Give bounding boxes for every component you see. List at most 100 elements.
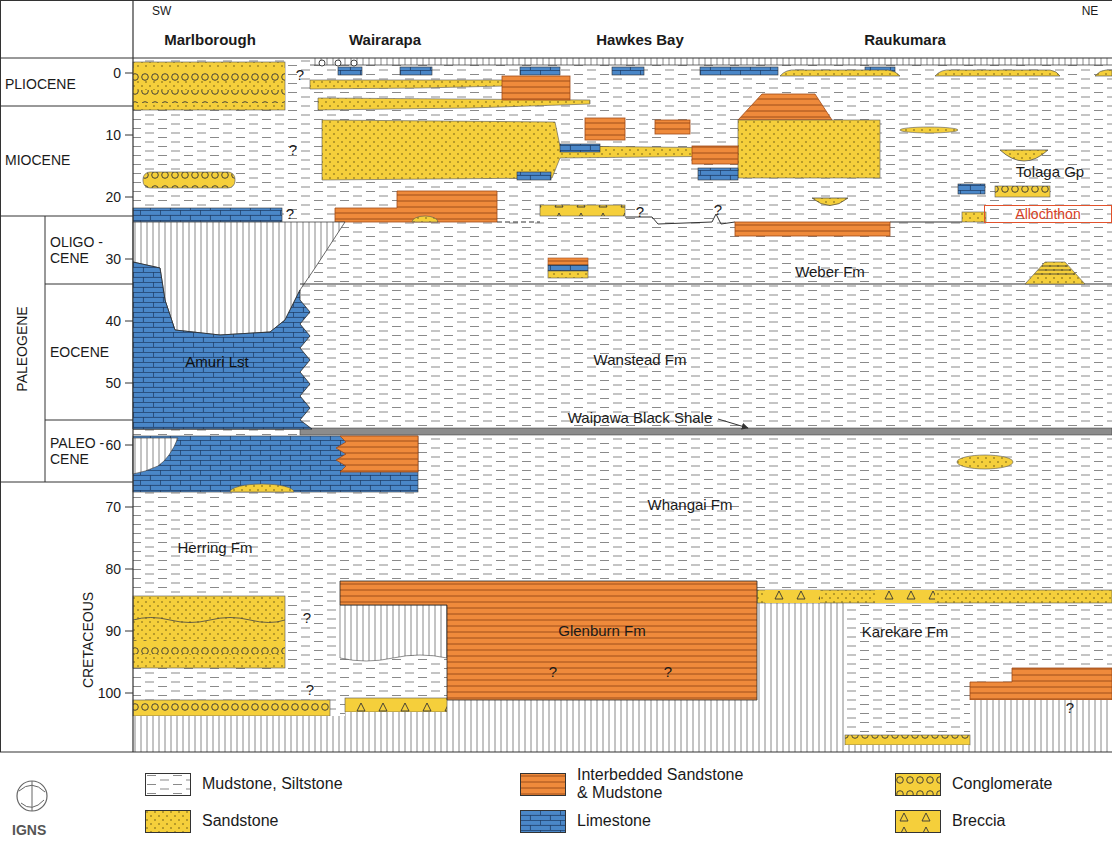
formation-label: Whangai Fm (647, 496, 732, 513)
unit-shape (133, 262, 312, 429)
interbedded-unit: Glenburn Fm (340, 581, 757, 700)
formation-boundary (300, 284, 1112, 285)
epoch-label: PALEO -CENE (50, 435, 106, 467)
limestone-lens (560, 144, 600, 152)
breccia-bed (765, 590, 820, 603)
interbedded-unit (655, 120, 690, 134)
limestone-lens (612, 67, 644, 75)
hiatus-area (845, 745, 970, 752)
conglomerate-bed (133, 640, 285, 654)
legend-swatch (895, 773, 941, 796)
epoch-boundary (0, 216, 133, 217)
bedding-lines (1035, 266, 1075, 274)
breccia-bed (540, 205, 625, 216)
legend-swatch-fill (146, 811, 191, 833)
sandstone-bed (757, 590, 1112, 603)
age-tick: 80 (105, 561, 121, 577)
channel-fill (1000, 150, 1048, 161)
sandstone-unit (322, 120, 740, 180)
interbedded-unit (738, 94, 832, 120)
legend-swatch (145, 773, 191, 796)
formation-label: Weber Fm (795, 263, 865, 280)
formation-label: Waipawa Black Shale (568, 409, 713, 426)
frame-line (0, 58, 1112, 59)
mudstone-background (133, 58, 1112, 752)
epoch-label: OLIGO -CENE (50, 234, 106, 266)
limestone-unit: Amuri Lst (133, 262, 313, 429)
region-header: Wairarapa (349, 31, 421, 48)
limestone-bed (133, 208, 282, 222)
limestone-lens (698, 168, 738, 180)
conglomerate-bed (143, 172, 235, 188)
formation-label: Karekare Fm (862, 623, 949, 640)
query-mark: ? (286, 205, 294, 222)
breccia-bed (345, 698, 447, 712)
age-tick: 70 (105, 499, 121, 515)
frame-line (0, 751, 1112, 752)
hiatus-area (757, 603, 845, 752)
period-label: CRETACEOUS (80, 592, 96, 688)
leader-arrow (718, 419, 748, 428)
epoch-label: MIOCENE (5, 152, 70, 168)
hiatus-area (970, 700, 1112, 752)
sandstone-lens (780, 70, 900, 76)
age-tick: 20 (105, 189, 121, 205)
epoch-label: PLIOCENE (5, 76, 76, 92)
epoch-boundary (45, 284, 133, 285)
hiatus-area (133, 716, 345, 752)
interbedded-unit (336, 436, 418, 472)
interbedded-unit (335, 191, 497, 222)
interbedded-unit (585, 118, 625, 140)
conglomerate-clast (351, 60, 357, 66)
direction-label: NE (1082, 5, 1099, 19)
logo-mark (19, 781, 45, 811)
sandstone-lens (1095, 70, 1112, 76)
epoch-boundary (45, 216, 46, 482)
interbedded-unit (502, 76, 570, 100)
limestone-lens (338, 67, 362, 75)
age-tick: 40 (105, 313, 121, 329)
black-shale-band (300, 428, 1112, 435)
conglomerate-clast (335, 60, 341, 66)
hiatus-area (345, 712, 447, 752)
sandstone-unit (962, 212, 986, 222)
unconformity-line (310, 65, 1112, 66)
sandstone-unit (310, 80, 505, 89)
region-header: Marlborough (164, 31, 256, 48)
sandstone-unit (548, 271, 588, 278)
legend-text: Sandstone (202, 812, 279, 830)
age-tick: 100 (98, 685, 121, 701)
legend-text: Limestone (577, 812, 651, 830)
hiatus-area (310, 58, 1112, 65)
conglomerate-bed (133, 90, 285, 103)
unit-name: Amuri Lst (185, 353, 248, 370)
logo-text: IGNS (12, 822, 46, 838)
interbedded-unit (692, 146, 738, 164)
query-mark: ? (714, 201, 722, 218)
query-mark: ? (664, 663, 672, 680)
conglomerate-bed (133, 700, 330, 716)
epoch-boundary (0, 106, 133, 107)
conglomerate-bed (995, 186, 1050, 197)
limestone-lens (548, 265, 588, 271)
direction-label: SW (152, 5, 171, 19)
sandstone-unit (738, 120, 880, 178)
hiatus-area (133, 438, 178, 474)
period-label: PALEOGENE (14, 306, 30, 391)
allochthon-box: Allochthon (984, 205, 1112, 223)
sandstone-lens (900, 127, 958, 133)
channel-fill (812, 198, 848, 206)
epoch-label: EOCENE (50, 344, 109, 360)
age-tick: 30 (105, 251, 121, 267)
query-mark: ? (289, 141, 297, 158)
query-mark: ? (303, 609, 311, 626)
query-mark: ? (306, 681, 314, 698)
limestone-lens (400, 67, 432, 75)
unit-name: Glenburn Fm (558, 622, 646, 639)
age-tick: 10 (105, 127, 121, 143)
unit-name: Allochthon (1015, 206, 1080, 222)
sandstone-lens (412, 216, 438, 222)
